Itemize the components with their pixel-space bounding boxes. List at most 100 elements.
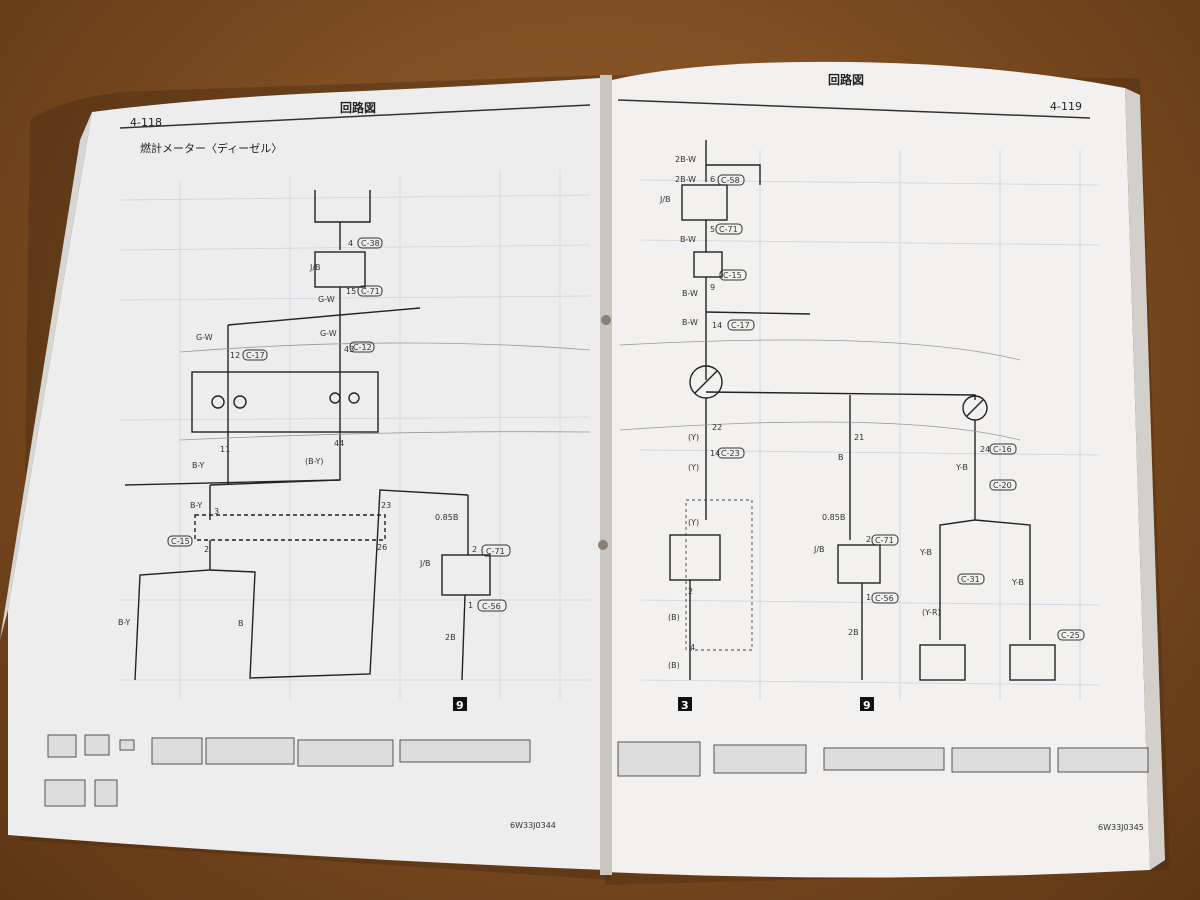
wire-label: B bbox=[238, 619, 244, 628]
connector-tag: C-23 bbox=[721, 449, 740, 458]
left-wiring bbox=[124, 190, 491, 681]
ground-box bbox=[453, 697, 467, 711]
wire-label: 2B bbox=[445, 633, 456, 642]
left-page bbox=[8, 78, 606, 870]
left-boundary-lines bbox=[179, 342, 591, 441]
pin-label: 2 bbox=[204, 545, 209, 554]
connector-tag: C-56 bbox=[482, 602, 501, 611]
right-boundary-lines bbox=[619, 339, 1021, 441]
connector-tag: C-71 bbox=[486, 547, 505, 556]
right-pinout-row bbox=[617, 741, 1149, 777]
pin-label: 1 bbox=[468, 601, 473, 610]
right-diagram-labels: 2B-W 2B-W 6 J/B 5 B-W B-W 9 B-W 14 22 21… bbox=[659, 155, 1024, 670]
ground-number: 3 bbox=[681, 699, 689, 712]
wire-label: (Y) bbox=[688, 433, 699, 442]
pin-label: 22 bbox=[712, 423, 722, 432]
connector-tag: C-17 bbox=[731, 321, 750, 330]
left-footer-code: 6W33J0344 bbox=[510, 821, 556, 830]
pin-label: 14 bbox=[710, 449, 720, 458]
wire-label: (Y) bbox=[688, 518, 699, 527]
connector-tag: C-56 bbox=[875, 594, 894, 603]
connector-tag: C-15 bbox=[171, 537, 190, 546]
wire-label: G-W bbox=[196, 333, 213, 342]
connector-tag: C-25 bbox=[1061, 631, 1080, 640]
wire-label: (Y) bbox=[688, 463, 699, 472]
ground-box bbox=[678, 697, 692, 711]
connector-tag: C-31 bbox=[961, 575, 980, 584]
jb-label: J/B bbox=[419, 559, 431, 568]
right-page-edge bbox=[1125, 88, 1165, 870]
pin-label: 9 bbox=[710, 283, 715, 292]
jb-label: J/B bbox=[309, 263, 321, 272]
wire-label: (B-Y) bbox=[305, 457, 324, 466]
wire-label: 0.85B bbox=[822, 513, 845, 522]
wire-label: B bbox=[838, 453, 844, 462]
wire-label: 2B bbox=[848, 628, 859, 637]
left-page-edge bbox=[0, 112, 92, 640]
connector-tag: C-38 bbox=[361, 239, 380, 248]
connector-tag: C-12 bbox=[353, 343, 372, 352]
left-diagram-labels: G-W G-W G-W J/B 4 15 12 43 11 44 B-Y (B-… bbox=[118, 239, 477, 642]
pin-label: 6 bbox=[710, 175, 715, 184]
connector-tag: C-16 bbox=[993, 445, 1012, 454]
right-page bbox=[606, 61, 1150, 878]
right-footer-code: 6W33J0345 bbox=[1098, 823, 1144, 832]
wire-label: (B) bbox=[668, 613, 680, 622]
connector-tag: C-15 bbox=[723, 271, 742, 280]
wire-label: Y-B bbox=[955, 463, 968, 472]
wire-label: (Y-R) bbox=[922, 608, 941, 617]
pin-label: 2 bbox=[688, 587, 693, 596]
pin-label: 5 bbox=[710, 225, 715, 234]
left-connector-tags: C-17 C-12 C-38 C-71 C-15 C-71 C-56 bbox=[167, 237, 511, 612]
connector-tag: C-71 bbox=[361, 287, 380, 296]
pin-label: 2 bbox=[866, 535, 871, 544]
pin-label: 2 bbox=[472, 545, 477, 554]
wire-label: 0.85B bbox=[435, 513, 458, 522]
wire-label: 2B-W bbox=[675, 155, 696, 164]
right-header-rule bbox=[617, 99, 1091, 119]
right-page-number: 4-119 bbox=[1050, 100, 1082, 113]
connector-tag: C-20 bbox=[993, 481, 1012, 490]
right-page-header: 回路図 bbox=[828, 72, 864, 87]
connector-tag: C-58 bbox=[721, 176, 740, 185]
pin-label: 14 bbox=[712, 321, 722, 330]
connector-tag: C-71 bbox=[875, 536, 894, 545]
pin-label: 43 bbox=[344, 345, 354, 354]
left-pinout-row bbox=[44, 734, 531, 807]
pin-label: 21 bbox=[854, 433, 864, 442]
pin-label: 26 bbox=[377, 543, 387, 552]
jb-label: J/B bbox=[813, 545, 825, 554]
pin-label: 44 bbox=[334, 439, 344, 448]
right-wiring bbox=[669, 140, 1056, 681]
wire-label: (B) bbox=[668, 661, 680, 670]
pin-label: 4 bbox=[690, 643, 695, 652]
wire-label: G-W bbox=[318, 295, 335, 304]
wire-label: B-Y bbox=[190, 501, 202, 510]
pin-label: 1 bbox=[866, 593, 871, 602]
pin-label: 15 bbox=[346, 287, 356, 296]
left-section-title: 燃計メーター〈ディーゼル〉 bbox=[140, 141, 282, 155]
left-page-number: 4-118 bbox=[130, 116, 162, 129]
right-dashed-boxes bbox=[685, 499, 753, 651]
pin-label: 11 bbox=[220, 445, 230, 454]
right-connector-tags: C-58 C-71 C-15 C-17 C-23 C-16 C-20 C-71 … bbox=[715, 174, 1085, 641]
ground-number: 9 bbox=[863, 699, 871, 712]
pin-label: 12 bbox=[230, 351, 240, 360]
connector-tag: C-17 bbox=[246, 351, 265, 360]
wire-label: Y-B bbox=[1011, 578, 1024, 587]
wire-label: B-W bbox=[682, 318, 698, 327]
left-page-header: 回路図 bbox=[340, 100, 376, 115]
wire-label: B-Y bbox=[118, 618, 130, 627]
binding-hole bbox=[601, 315, 611, 325]
wire-label: B-W bbox=[682, 289, 698, 298]
pin-label: 3 bbox=[214, 507, 219, 516]
connector-tag: C-71 bbox=[719, 225, 738, 234]
wire-label: B-Y bbox=[192, 461, 204, 470]
wire-label: G-W bbox=[320, 329, 337, 338]
right-faint-grid bbox=[639, 150, 1101, 700]
ground-number: 9 bbox=[456, 699, 464, 712]
wire-label: 2B-W bbox=[675, 175, 696, 184]
pin-label: 23 bbox=[381, 501, 391, 510]
